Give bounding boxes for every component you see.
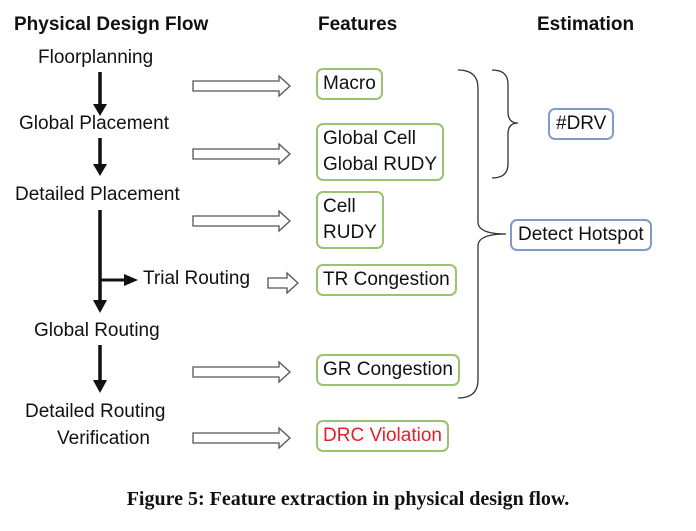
estimation-drv-label: #DRV — [556, 113, 607, 134]
feature-cell-rudy: Cell RUDY — [316, 191, 384, 249]
estimation-detect-hotspot-label: Detect Hotspot — [518, 224, 644, 245]
step-global-placement: Global Placement — [19, 113, 169, 134]
header-estimation: Estimation — [537, 14, 635, 35]
header-physical-design-flow: Physical Design Flow — [14, 14, 209, 35]
estimation-detect-hotspot: Detect Hotspot — [510, 219, 652, 251]
hollow-arrow-drc — [192, 426, 291, 450]
feature-tr-congestion: TR Congestion — [316, 264, 457, 296]
brace-hotspot — [457, 69, 507, 399]
feature-macro-label: Macro — [323, 73, 376, 94]
brace-drv — [491, 69, 519, 179]
estimation-drv: #DRV — [548, 108, 615, 140]
feature-drc-violation-label: DRC Violation — [323, 425, 442, 446]
trial-branch-head — [124, 274, 138, 286]
feature-cell-label: Cell — [323, 196, 356, 217]
hollow-arrow-gr — [192, 360, 291, 384]
step-verification: Verification — [57, 428, 150, 449]
step-global-routing: Global Routing — [34, 320, 160, 341]
flow-arrow-4-head — [93, 380, 107, 393]
flow-arrow-1-head — [93, 104, 107, 116]
feature-macro: Macro — [316, 68, 383, 100]
hollow-arrow-tr — [267, 271, 299, 295]
step-detailed-placement: Detailed Placement — [15, 184, 180, 205]
hollow-arrow-cell — [192, 209, 291, 233]
step-detailed-routing: Detailed Routing — [25, 401, 166, 422]
feature-tr-congestion-label: TR Congestion — [323, 269, 450, 290]
hollow-arrow-macro — [192, 74, 291, 98]
feature-gr-congestion: GR Congestion — [316, 354, 460, 386]
step-floorplanning: Floorplanning — [38, 47, 154, 68]
feature-rudy-label: RUDY — [323, 222, 377, 243]
feature-gr-congestion-label: GR Congestion — [323, 359, 453, 380]
flow-arrow-2-head — [93, 164, 107, 176]
feature-global-cell-label: Global Cell — [323, 128, 416, 149]
feature-global-rudy-label: Global RUDY — [323, 154, 438, 175]
feature-drc-violation: DRC Violation — [316, 420, 449, 452]
feature-global-cell-rudy: Global Cell Global RUDY — [316, 123, 445, 181]
hollow-arrow-global — [192, 142, 291, 166]
step-trial-routing: Trial Routing — [143, 268, 251, 289]
figure-caption: Figure 5: Feature extraction in physical… — [126, 488, 570, 510]
header-features: Features — [318, 14, 398, 35]
flow-arrow-3-head — [93, 300, 107, 313]
